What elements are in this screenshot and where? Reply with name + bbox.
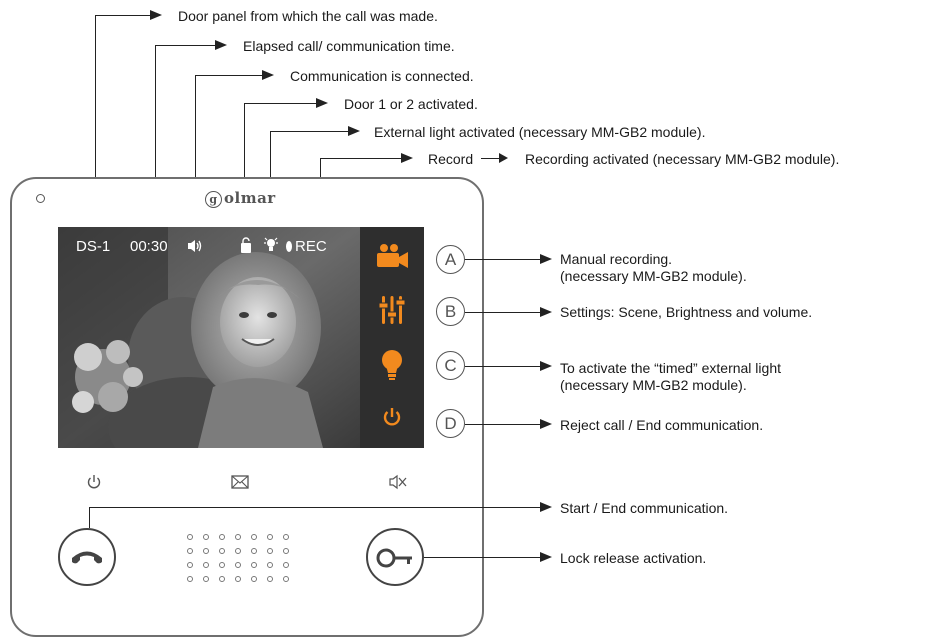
side-menu [360, 227, 424, 448]
callout-settings: Settings: Scene, Brightness and volume. [560, 304, 813, 320]
button-c[interactable]: C [436, 351, 465, 380]
callout-connected: Communication is connected. [290, 68, 474, 84]
envelope-icon[interactable] [231, 475, 249, 494]
camera-icon[interactable] [375, 243, 409, 274]
button-a[interactable]: A [436, 245, 465, 274]
lock-release-button[interactable] [366, 528, 424, 586]
callout-recording-activated: Recording activated (necessary MM-GB2 mo… [525, 151, 840, 167]
callout-manual-recording: Manual recording. [560, 251, 673, 267]
camera-image [58, 227, 360, 448]
button-d[interactable]: D [436, 409, 465, 438]
brand-text: olmar [224, 189, 276, 207]
callout-record: Record [428, 151, 474, 167]
power-icon[interactable] [382, 407, 402, 432]
callout-manual-recording-note: (necessary MM-GB2 module). [560, 268, 747, 284]
door-icon [240, 237, 252, 259]
handset-button[interactable] [58, 528, 116, 586]
button-b[interactable]: B [436, 297, 465, 326]
callout-reject-call: Reject call / End communication. [560, 417, 764, 433]
callout-external-light: External light activated (necessary MM-G… [374, 124, 706, 140]
rec-dot-icon [286, 241, 292, 252]
callout-lock-release: Lock release activation. [560, 550, 707, 566]
rec-label: REC [295, 238, 327, 255]
elapsed-time: 00:30 [130, 238, 168, 255]
speaker-icon [186, 238, 204, 259]
callout-door-activated: Door 1 or 2 activated. [344, 96, 478, 112]
callout-external-light-note: (necessary MM-GB2 module). [560, 377, 747, 393]
video-screen: DS-1 00:30 REC [58, 227, 360, 448]
callout-start-end: Start / End communication. [560, 500, 729, 516]
callout-door-panel: Door panel from which the call was made. [178, 8, 438, 24]
bulb-icon[interactable] [380, 349, 404, 386]
light-icon [264, 237, 278, 259]
mute-icon[interactable] [389, 474, 407, 495]
callout-elapsed-time: Elapsed call/ communication time. [243, 38, 455, 54]
door-panel-label: DS-1 [76, 238, 111, 255]
handset-icon [70, 547, 104, 572]
callout-external-light-timed: To activate the “timed” external light [560, 360, 781, 376]
status-led [36, 194, 45, 203]
key-icon [376, 546, 416, 575]
power-icon[interactable] [86, 474, 102, 495]
settings-icon[interactable] [378, 295, 406, 330]
